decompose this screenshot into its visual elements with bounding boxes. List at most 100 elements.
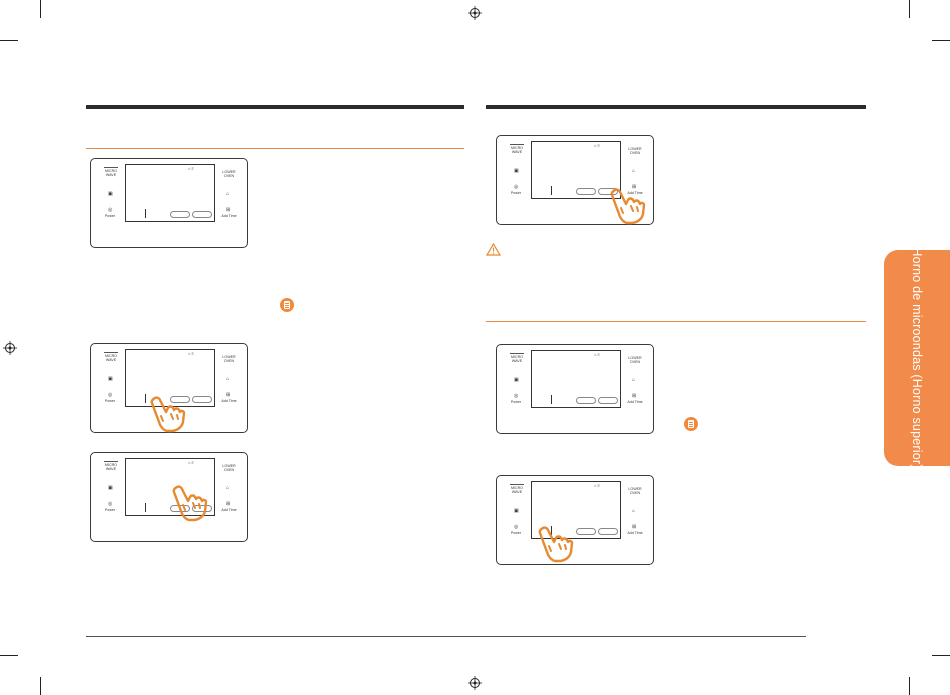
display-screen: ⌂ ≡: [125, 349, 215, 407]
control-panel-right-2: ⌂ ≡ MICRO WAVE ▣ ◎Power LOWER OVEN ⌂ ⊞Add Time: [496, 344, 654, 434]
lower-oven-label[interactable]: LOWER OVEN: [222, 355, 236, 363]
display-screen: ⌂ ≡: [531, 141, 621, 199]
registration-mark-icon: [3, 341, 17, 355]
divider: [510, 353, 524, 354]
section-header-bar-left: [86, 105, 464, 109]
input-cursor: [145, 209, 146, 218]
add-time-label: Add Time: [627, 400, 643, 404]
power-label: Power: [104, 508, 116, 512]
timer-icon[interactable]: ▣: [514, 377, 519, 383]
microwave-label[interactable]: MICRO WAVE: [105, 354, 117, 362]
add-time-icon[interactable]: ⊞: [632, 524, 637, 530]
add-time-icon[interactable]: ⊞: [632, 184, 637, 190]
timer-icon[interactable]: ▣: [514, 508, 519, 514]
timer-icon[interactable]: ▣: [514, 168, 519, 174]
status-icons: ⌂ ≡: [188, 166, 194, 171]
crop-mark-tl-h: [0, 40, 18, 41]
pointing-hand-icon: [150, 396, 186, 433]
display-button[interactable]: [576, 397, 596, 404]
bell-icon[interactable]: ⌂: [632, 377, 636, 383]
display-button[interactable]: [192, 505, 212, 512]
power-icon[interactable]: ◎: [514, 524, 519, 530]
status-icons: ⌂ ≡: [188, 351, 194, 356]
add-time-label: Add Time: [221, 508, 237, 512]
warning-icon: [486, 243, 501, 256]
display-button[interactable]: [598, 528, 618, 535]
lower-oven-label[interactable]: LOWER OVEN: [628, 487, 642, 495]
crop-mark-br-h: [932, 655, 950, 656]
add-time-label: Add Time: [627, 531, 643, 535]
power-icon[interactable]: ◎: [514, 184, 519, 190]
bell-icon[interactable]: ⌂: [226, 191, 230, 197]
registration-mark-icon: [468, 6, 482, 20]
display-screen: ⌂ ≡: [531, 350, 621, 408]
crop-mark-bl-h: [0, 655, 18, 656]
bell-icon[interactable]: ⌂: [226, 485, 230, 491]
timer-icon[interactable]: ▣: [108, 376, 113, 382]
display-button[interactable]: [598, 397, 618, 404]
add-time-icon[interactable]: ⊞: [226, 207, 231, 213]
display-button[interactable]: [598, 188, 618, 195]
control-panel-right-3: ⌂ ≡ MICRO WAVE ▣ ◎Power LOWER OVEN ⌂ ⊞Add Time: [496, 475, 654, 565]
note-icon: [280, 298, 294, 312]
lower-oven-label[interactable]: LOWER OVEN: [628, 147, 642, 155]
status-icons: ⌂ ≡: [594, 352, 600, 357]
timer-icon[interactable]: ▣: [108, 191, 113, 197]
microwave-label[interactable]: MICRO WAVE: [511, 486, 523, 494]
pointing-hand-icon: [538, 526, 574, 563]
display-button[interactable]: [170, 211, 190, 218]
crop-mark-br-v: [909, 677, 910, 695]
input-cursor: [551, 395, 552, 404]
display-screen: ⌂ ≡: [531, 481, 621, 539]
input-cursor: [551, 186, 552, 195]
microwave-label[interactable]: MICRO WAVE: [511, 355, 523, 363]
divider: [510, 484, 524, 485]
chapter-side-tab-label: Horno de microondas (Horno superior): [910, 247, 924, 469]
power-icon[interactable]: ◎: [514, 393, 519, 399]
section-header-bar-right: [486, 105, 866, 109]
microwave-label[interactable]: MICRO WAVE: [105, 169, 117, 177]
microwave-label[interactable]: MICRO WAVE: [105, 463, 117, 471]
add-time-icon[interactable]: ⊞: [226, 501, 231, 507]
power-label: Power: [510, 531, 522, 535]
display-button[interactable]: [576, 188, 596, 195]
lower-oven-label[interactable]: LOWER OVEN: [628, 356, 642, 364]
add-time-label: Add Time: [627, 191, 643, 195]
display-button[interactable]: [192, 396, 212, 403]
divider: [104, 167, 118, 168]
status-icons: ⌂ ≡: [594, 143, 600, 148]
crop-mark-tl-v: [40, 0, 41, 18]
bell-icon[interactable]: ⌂: [632, 508, 636, 514]
input-cursor: [551, 526, 552, 535]
lower-oven-label[interactable]: LOWER OVEN: [222, 464, 236, 472]
input-cursor: [145, 503, 146, 512]
power-icon[interactable]: ◎: [108, 392, 113, 398]
add-time-icon[interactable]: ⊞: [226, 392, 231, 398]
display-screen: ⌂ ≡: [125, 164, 215, 222]
divider: [104, 461, 118, 462]
display-button[interactable]: [192, 211, 212, 218]
bell-icon[interactable]: ⌂: [226, 376, 230, 382]
note-icon: [684, 417, 698, 431]
microwave-label[interactable]: MICRO WAVE: [511, 146, 523, 154]
bell-icon[interactable]: ⌂: [632, 168, 636, 174]
lower-oven-label[interactable]: LOWER OVEN: [222, 170, 236, 178]
pointing-hand-icon: [610, 188, 646, 225]
timer-icon[interactable]: ▣: [108, 485, 113, 491]
status-icons: ⌂ ≡: [594, 483, 600, 488]
subsection-rule-right: [486, 321, 866, 322]
display-button[interactable]: [170, 396, 190, 403]
power-icon[interactable]: ◎: [108, 207, 113, 213]
display-button[interactable]: [576, 528, 596, 535]
subsection-rule-left: [86, 148, 464, 149]
crop-mark-tr-v: [909, 0, 910, 18]
chapter-side-tab: Horno de microondas (Horno superior): [884, 247, 950, 469]
input-cursor: [145, 394, 146, 403]
power-label: Power: [510, 400, 522, 404]
power-icon[interactable]: ◎: [108, 501, 113, 507]
divider: [510, 144, 524, 145]
power-label: Power: [104, 214, 116, 218]
add-time-icon[interactable]: ⊞: [632, 393, 637, 399]
